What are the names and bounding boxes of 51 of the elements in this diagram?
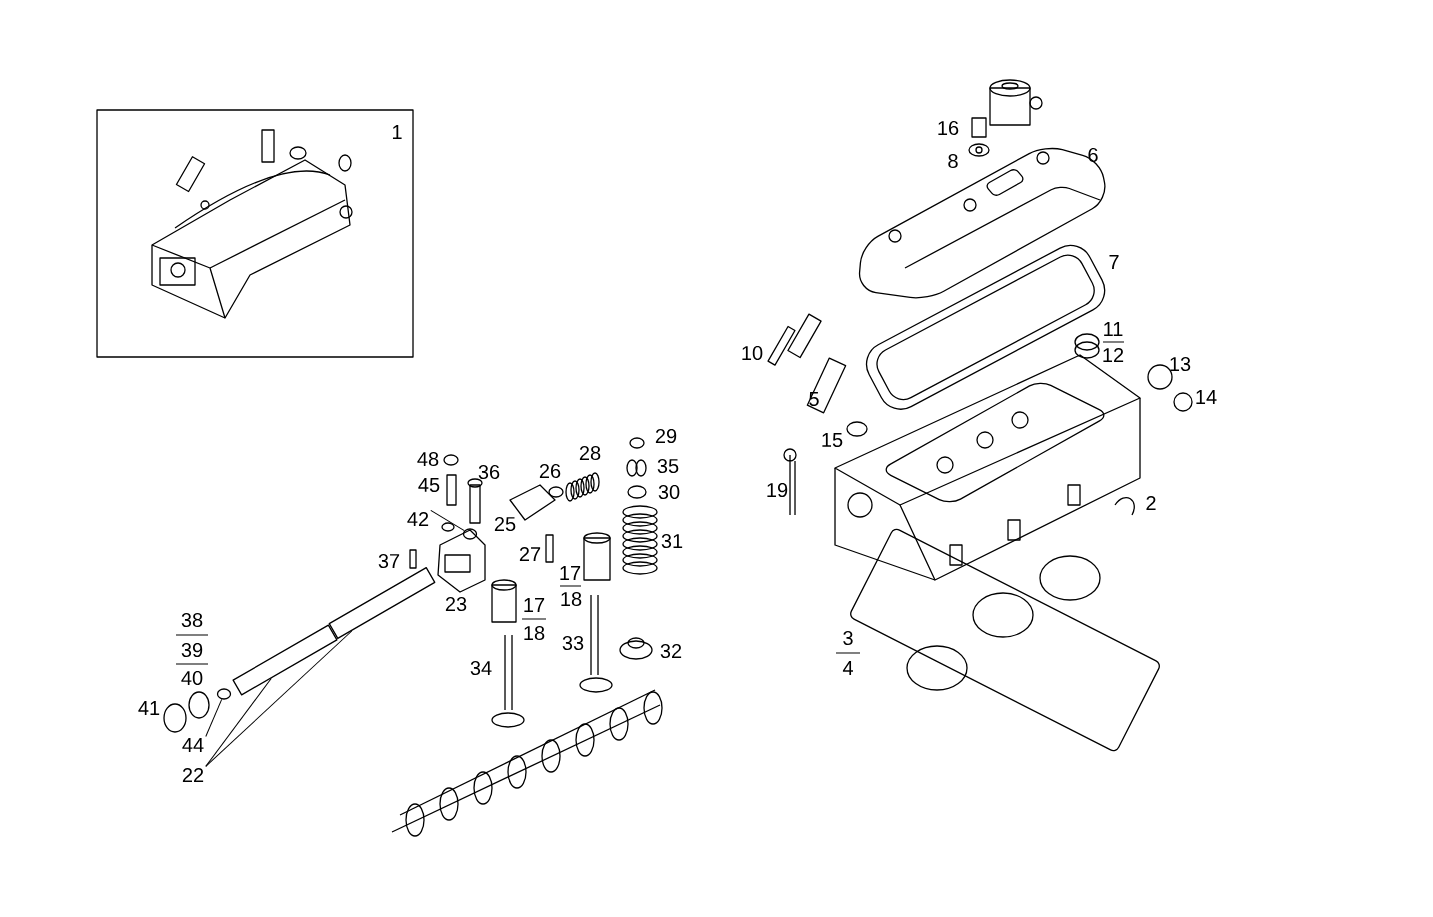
callout-number: 33 <box>562 635 584 651</box>
callout-number: 48 <box>417 451 439 467</box>
callout-number: 23 <box>445 596 467 612</box>
callout-number: 18 <box>524 625 545 641</box>
callout-number: 29 <box>655 428 677 444</box>
callout-number: 6 <box>1088 147 1098 163</box>
leader-line <box>430 509 465 532</box>
callout-number: 17 <box>560 566 581 580</box>
callout-number: 39 <box>181 642 203 658</box>
callout-number: 17 <box>524 598 545 612</box>
callout-number: 2 <box>1146 496 1156 510</box>
leader-line <box>205 630 353 767</box>
leader-line <box>205 678 272 767</box>
callout-number: 15 <box>822 433 843 447</box>
callout-number: 25 <box>494 516 516 532</box>
callout-number: 18 <box>561 591 582 607</box>
callout-number: 19 <box>767 482 788 498</box>
callout-number: 35 <box>657 458 679 474</box>
callout-number: 14 <box>1196 390 1217 404</box>
callout-number: 16 <box>938 120 959 136</box>
callout-number: 7 <box>1109 255 1119 269</box>
callout-number: 36 <box>478 464 500 480</box>
callout-number: 38 <box>181 612 203 628</box>
callout-number: 30 <box>658 484 680 500</box>
callout-number: 40 <box>181 670 203 686</box>
leader-line <box>205 698 223 737</box>
callout-number: 26 <box>539 463 561 479</box>
callout-number: 31 <box>661 533 683 549</box>
callout-number: 5 <box>809 392 819 406</box>
callout-number: 8 <box>948 153 958 169</box>
callout-number: 12 <box>1103 348 1124 362</box>
washer <box>216 688 232 700</box>
callout-number: 13 <box>1170 356 1191 372</box>
callout-number: 42 <box>407 512 429 526</box>
callout-number: 22 <box>182 768 204 782</box>
callout-number: 34 <box>470 660 492 676</box>
callout-number: 4 <box>842 661 853 675</box>
callout-number: 44 <box>182 738 204 752</box>
callout-number: 10 <box>742 345 763 361</box>
washer <box>462 528 478 540</box>
callout-number: 3 <box>843 630 853 646</box>
shaft-segment <box>232 624 338 696</box>
callout-number: 45 <box>418 478 440 492</box>
callout-number: 32 <box>660 643 682 659</box>
callout-number: 1 <box>392 125 402 139</box>
callout-number: 27 <box>519 547 541 561</box>
callout-number: 37 <box>378 553 400 569</box>
shaft-segment <box>328 567 436 639</box>
callout-number: 28 <box>579 445 601 461</box>
callout-number: 11 <box>1104 322 1123 336</box>
callout-number: 41 <box>138 701 160 715</box>
